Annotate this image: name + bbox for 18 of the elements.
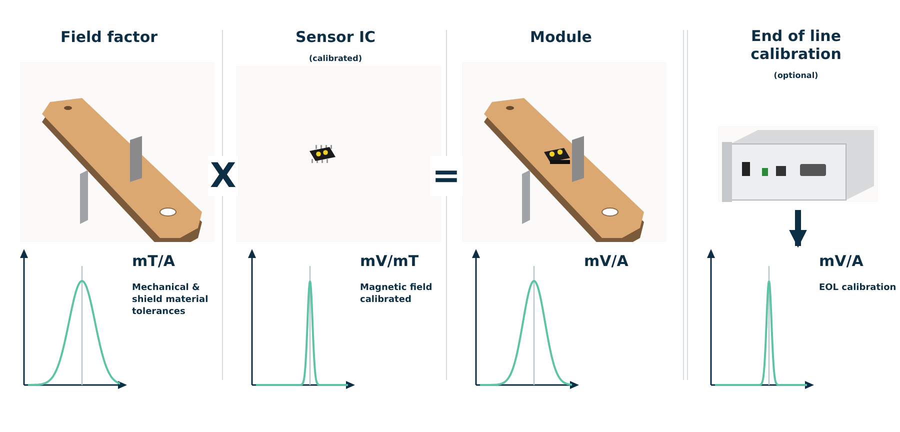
panel-heading: End of line calibration bbox=[750, 27, 842, 63]
panel-heading: Module bbox=[530, 28, 592, 46]
operator-sign: X bbox=[208, 156, 238, 196]
chart-note: Mechanical & shield material tolerances bbox=[132, 282, 210, 318]
device-drawing bbox=[718, 126, 878, 202]
unit-label: mV/A bbox=[819, 252, 864, 270]
module-drawing bbox=[462, 62, 667, 242]
arrow bbox=[789, 210, 807, 248]
panel-subheading: (optional) bbox=[774, 71, 818, 80]
chart-note: EOL calibration bbox=[819, 282, 897, 294]
panel-heading: Field factor bbox=[60, 28, 158, 46]
chart-note: Magnetic field calibrated bbox=[360, 282, 434, 306]
unit-label: mV/A bbox=[584, 252, 628, 270]
panel-heading: Sensor IC bbox=[295, 28, 376, 46]
unit-label: mV/mT bbox=[360, 252, 419, 270]
unit-label: mT/A bbox=[132, 252, 175, 270]
panel-subheading: (calibrated) bbox=[309, 54, 362, 63]
operator-sign: = bbox=[430, 156, 462, 196]
